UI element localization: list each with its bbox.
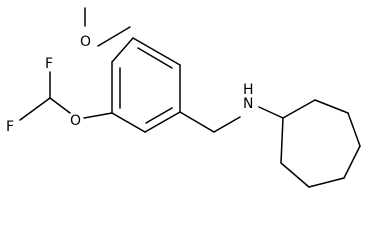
ring-double-2: [145, 107, 173, 124]
benzene-ring: [111, 37, 181, 133]
bond-ring-ch2: [179, 111, 215, 133]
c7-bond-7: [280, 117, 284, 164]
structure-canvas: O O F F N H: [6, 7, 361, 188]
molecule-diagram: O O F F N H: [6, 7, 361, 188]
c7-bond-2: [314, 99, 349, 114]
bond-ring-o: [83, 112, 113, 119]
c7-bond-3: [347, 112, 361, 147]
bond-o-chf2: [49, 97, 71, 114]
bond-o-ring: [97, 26, 131, 47]
atom-label-methoxy-oxygen: O: [80, 34, 91, 50]
bond-c-f-bottom: [19, 97, 51, 121]
bond-n-ring: [258, 106, 284, 119]
ring-bond-6: [111, 37, 134, 63]
ring-bond-3: [144, 111, 181, 133]
c7-bond-4: [343, 145, 361, 179]
atom-label-amine-hydrogen: H: [243, 82, 254, 98]
c7-bond-6: [280, 162, 310, 188]
cycloheptane-ring: [280, 99, 361, 188]
ring-bond-1: [132, 37, 181, 66]
ring-bond-4: [111, 112, 146, 133]
c7-bond-5: [308, 177, 345, 188]
atom-label-ether-oxygen: O: [70, 113, 81, 129]
atom-label-fluorine-top: F: [45, 56, 53, 72]
bond-ch2-n: [213, 116, 241, 133]
ring-double-1: [137, 47, 173, 69]
c7-bond-1: [282, 99, 316, 119]
atom-label-fluorine-bottom: F: [6, 119, 14, 135]
atom-label-amine-nitrogen: N: [243, 96, 253, 112]
